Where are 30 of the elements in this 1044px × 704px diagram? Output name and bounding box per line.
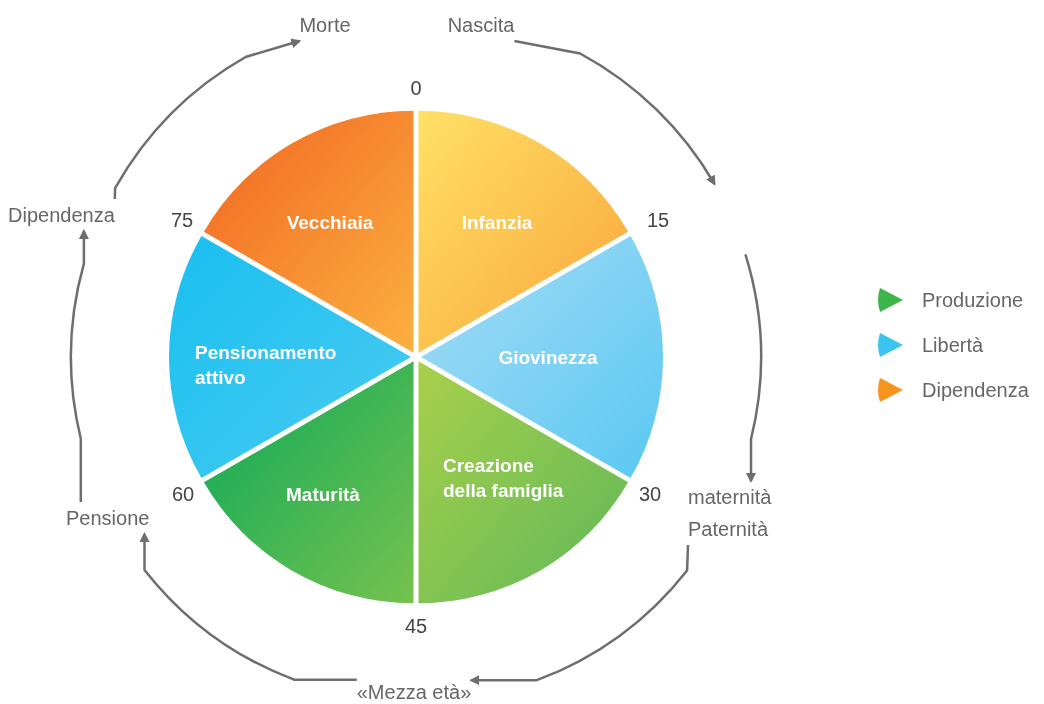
pie-segment <box>418 110 629 353</box>
stage-label: «Mezza età» <box>356 676 472 704</box>
curved-arrow <box>514 39 716 186</box>
segment-label: Maturità <box>286 482 360 507</box>
stage-label: maternità Paternità <box>688 481 788 545</box>
age-label: 15 <box>646 208 670 232</box>
stage-label: Morte <box>299 9 351 41</box>
stage-label: Nascita <box>447 9 515 41</box>
curved-arrow <box>69 229 89 502</box>
pie-segment <box>421 236 663 478</box>
legend-label: Dipendenza <box>922 378 1029 403</box>
curved-arrow <box>744 254 763 483</box>
age-label: 0 <box>410 76 422 100</box>
stage-label: Dipendenza <box>8 199 115 231</box>
segment-label: Creazione della famiglia <box>443 454 565 503</box>
age-label: 45 <box>404 614 428 638</box>
curved-arrow <box>469 544 690 686</box>
legend-label: Libertà <box>922 333 984 358</box>
curved-arrow <box>113 38 302 200</box>
age-label: 60 <box>171 482 195 506</box>
age-label: 30 <box>638 482 662 506</box>
pie-segment <box>169 236 411 478</box>
segment-label: Vecchiaia <box>286 210 374 235</box>
age-label: 75 <box>170 208 194 232</box>
segment-label: Infanzia <box>461 210 533 235</box>
legend-label: Produzione <box>922 288 1024 313</box>
stage-label: Pensione <box>66 502 150 534</box>
segment-label: Pensionamento attivo <box>195 341 338 390</box>
curved-arrow <box>139 532 357 681</box>
segment-label: Giovinezza <box>498 345 598 370</box>
